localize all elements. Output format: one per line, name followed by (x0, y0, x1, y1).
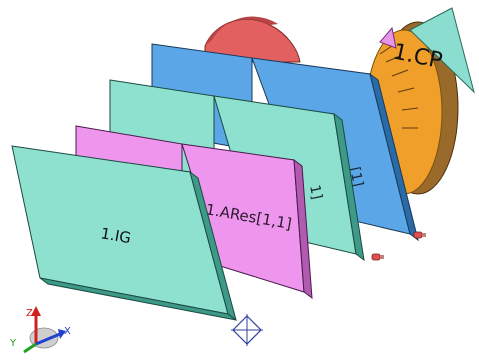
panel-mid-teal-label: 1] (306, 184, 325, 201)
axis-z-label: Z (26, 308, 33, 319)
center-crosshair-icon[interactable] (231, 314, 263, 346)
axis-triad: Z X Y (9, 306, 71, 354)
panel-ig-label: 1.IG (99, 224, 132, 247)
axis-x-label: X (64, 326, 71, 337)
marker-red-2[interactable] (371, 253, 384, 261)
red-disk[interactable] (204, 16, 301, 63)
panel-ig[interactable]: 1.IG (11, 145, 237, 322)
axis-y-label: Y (9, 338, 17, 349)
cp-marker-pink[interactable] (379, 26, 397, 49)
marker-red-1[interactable] (413, 231, 426, 239)
